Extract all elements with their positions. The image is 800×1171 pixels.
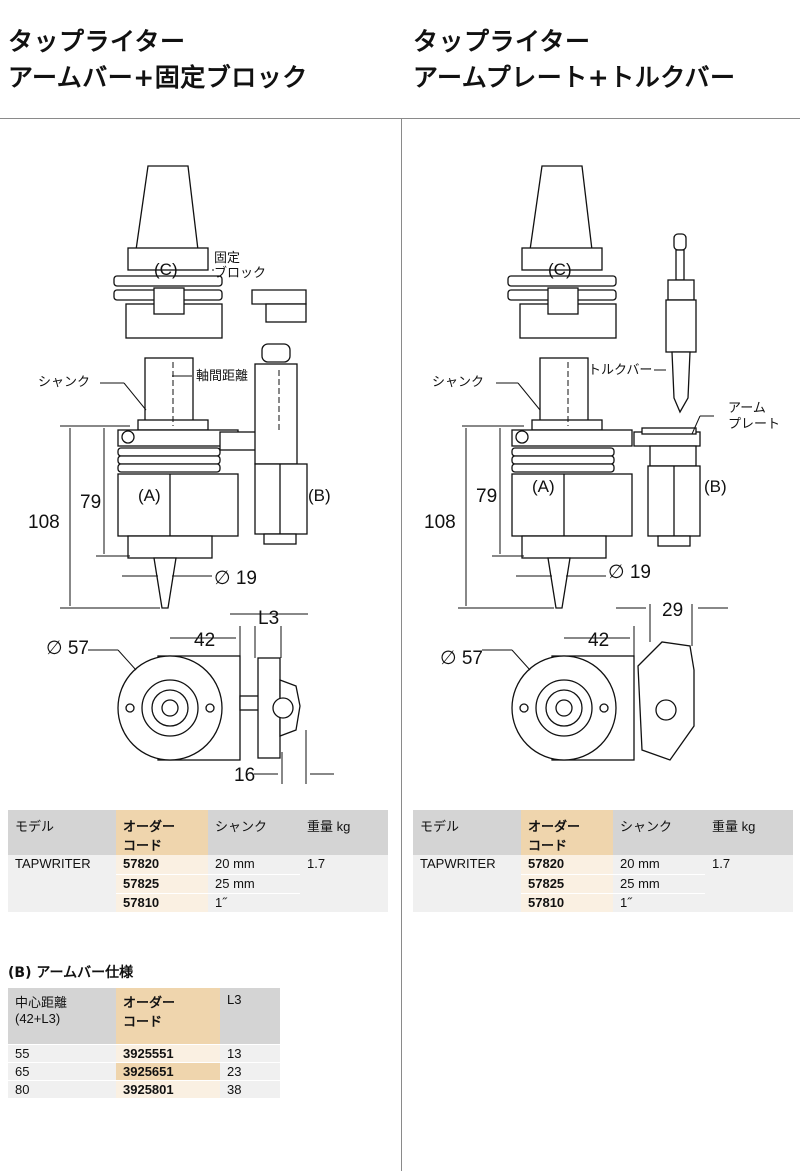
cell-code: 57825 bbox=[521, 874, 613, 894]
cell-code: 57820 bbox=[521, 855, 613, 875]
col-model: モデル bbox=[413, 810, 521, 855]
dim-19: ∅ 19 bbox=[608, 562, 651, 583]
right-torque-bar bbox=[665, 299, 697, 353]
cell-code: 3925551 bbox=[116, 1044, 220, 1063]
table-header-row: 中心距離(42+L3) オーダーコード L3 bbox=[8, 988, 280, 1045]
label-c: (C) bbox=[154, 260, 178, 279]
table-row: 80 3925801 38 bbox=[8, 1080, 280, 1099]
col-l3: L3 bbox=[220, 988, 280, 1045]
dim-29: 29 bbox=[662, 600, 683, 621]
right-diagram-labels: (C) シャンク トルクバー アーム プレート (A) (B) 108 79 ∅… bbox=[424, 260, 780, 669]
right-taper-c bbox=[529, 165, 593, 251]
left-taper-c bbox=[135, 165, 199, 251]
left-title-line2: アームバー+固定ブロック bbox=[8, 63, 308, 92]
cell-shank: 25 mm bbox=[613, 874, 705, 894]
label-b: (B) bbox=[308, 486, 331, 505]
table-row: TAPWRITER 57820 20 mm 1.7 bbox=[413, 855, 793, 913]
col-shank: シャンク bbox=[613, 810, 705, 855]
table-row: 57825 25 mm bbox=[8, 874, 388, 894]
table-row: 57825 25 mm bbox=[413, 874, 793, 894]
right-title: タップライター アームプレート+トルクバー bbox=[413, 24, 735, 96]
cell-weight: 1.7 bbox=[705, 855, 793, 913]
cell-shank: 20 mm bbox=[208, 855, 300, 875]
cell-dist: 65 bbox=[8, 1062, 116, 1081]
label-fixed-block-1: 固定 bbox=[214, 250, 240, 265]
label-shank: シャンク bbox=[38, 374, 90, 389]
col-shank: シャンク bbox=[208, 810, 300, 855]
col-model: モデル bbox=[8, 810, 116, 855]
label-axis-distance: 軸間距離 bbox=[196, 368, 248, 383]
right-technical-drawing: (C) シャンク トルクバー アーム プレート (A) (B) 108 79 ∅… bbox=[424, 165, 780, 761]
right-shank bbox=[539, 357, 589, 427]
right-spec-table: モデル オーダーコード シャンク 重量 kg TAPWRITER 57820 2… bbox=[413, 810, 793, 913]
cell-l3: 38 bbox=[220, 1080, 280, 1099]
left-title-line1: タップライター bbox=[8, 27, 186, 56]
left-holder-b bbox=[254, 363, 298, 465]
armbar-spec-table: 中心距離(42+L3) オーダーコード L3 55 3925551 13 65 … bbox=[8, 988, 280, 1099]
cell-shank: 1˝ bbox=[208, 893, 300, 912]
header-divider bbox=[0, 118, 800, 119]
table-header-row: モデル オーダーコード シャンク 重量 kg bbox=[413, 810, 793, 855]
table-row: TAPWRITER 57820 20 mm 1.7 bbox=[8, 855, 388, 913]
cell-model: TAPWRITER bbox=[8, 855, 116, 913]
cell-code: 3925801 bbox=[116, 1080, 220, 1099]
label-b: (B) bbox=[704, 477, 727, 496]
left-spec-table: モデル オーダーコード シャンク 重量 kg TAPWRITER 57820 2… bbox=[8, 810, 388, 913]
label-fixed-block-2: ブロック bbox=[214, 265, 266, 280]
cell-weight: 1.7 bbox=[300, 855, 388, 913]
dim-108: 108 bbox=[424, 512, 456, 533]
cell-dist: 80 bbox=[8, 1080, 116, 1099]
table-row: 55 3925551 13 bbox=[8, 1044, 280, 1063]
label-a: (A) bbox=[138, 486, 161, 505]
col-weight: 重量 kg bbox=[705, 810, 793, 855]
dim-l3: L3 bbox=[258, 608, 279, 629]
cell-code: 57825 bbox=[116, 874, 208, 894]
right-title-line2: アームプレート+トルクバー bbox=[413, 63, 736, 92]
cell-model: TAPWRITER bbox=[413, 855, 521, 913]
table-row: 57810 1˝ bbox=[8, 893, 388, 912]
col-order-code: オーダーコード bbox=[116, 988, 220, 1045]
dim-19: ∅ 19 bbox=[214, 568, 257, 589]
label-shank: シャンク bbox=[432, 374, 484, 389]
table-row: 65 3925651 23 bbox=[8, 1062, 280, 1081]
cell-code: 57820 bbox=[116, 855, 208, 875]
dim-108: 108 bbox=[28, 512, 60, 533]
left-technical-drawing: (C) 固定 ブロック シャンク 軸間距離 (A) (B) 108 79 ∅ 1… bbox=[28, 165, 334, 786]
column-divider bbox=[401, 118, 402, 1171]
label-arm-plate-2: プレート bbox=[728, 416, 780, 431]
label-c: (C) bbox=[548, 260, 572, 279]
dim-79: 79 bbox=[80, 492, 101, 513]
armbar-spec-title: (B) アームバー仕様 bbox=[8, 965, 134, 981]
left-shank bbox=[144, 357, 194, 427]
dim-79: 79 bbox=[476, 486, 497, 507]
cell-l3: 13 bbox=[220, 1044, 280, 1063]
cell-shank: 20 mm bbox=[613, 855, 705, 875]
left-title: タップライター アームバー+固定ブロック bbox=[8, 24, 308, 96]
dim-57: ∅ 57 bbox=[46, 638, 89, 659]
col-order-code: オーダーコード bbox=[521, 810, 613, 855]
cell-code: 3925651 bbox=[116, 1062, 220, 1081]
right-body-a bbox=[511, 473, 633, 537]
dim-16: 16 bbox=[234, 765, 255, 786]
cell-code: 57810 bbox=[116, 893, 208, 912]
dim-42: 42 bbox=[588, 630, 609, 651]
col-order-code: オーダーコード bbox=[116, 810, 208, 855]
right-title-line1: タップライター bbox=[413, 27, 591, 56]
table-row: 57810 1˝ bbox=[413, 893, 793, 912]
table-header-row: モデル オーダーコード シャンク 重量 kg bbox=[8, 810, 388, 855]
cell-shank: 1˝ bbox=[613, 893, 705, 912]
cell-shank: 25 mm bbox=[208, 874, 300, 894]
col-center-distance: 中心距離(42+L3) bbox=[8, 988, 116, 1045]
label-arm-plate-1: アーム bbox=[728, 400, 766, 415]
dim-42: 42 bbox=[194, 630, 215, 651]
label-torque-bar: トルクバー bbox=[588, 362, 652, 377]
cell-l3: 23 bbox=[220, 1062, 280, 1081]
left-body-a bbox=[117, 473, 239, 537]
col-weight: 重量 kg bbox=[300, 810, 388, 855]
left-diagram-labels: (C) 固定 ブロック シャンク 軸間距離 (A) (B) 108 79 ∅ 1… bbox=[28, 250, 331, 786]
cell-dist: 55 bbox=[8, 1044, 116, 1063]
label-a: (A) bbox=[532, 477, 555, 496]
dim-57: ∅ 57 bbox=[440, 648, 483, 669]
cell-code: 57810 bbox=[521, 893, 613, 912]
